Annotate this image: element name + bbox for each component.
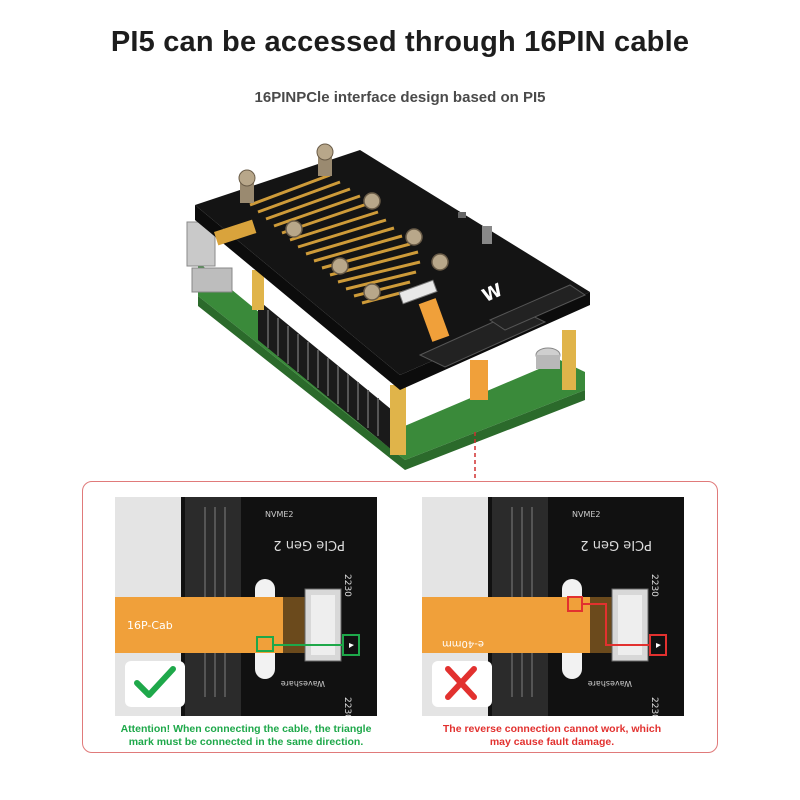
maker-label: Waveshare bbox=[588, 679, 632, 688]
fpc-connector bbox=[398, 279, 438, 305]
nvme-label: NVME2 bbox=[572, 510, 601, 519]
hat-label bbox=[214, 219, 257, 246]
size-label: 2230 bbox=[342, 697, 352, 716]
reverse-caption: The reverse connection cannot work, whic… bbox=[404, 723, 700, 749]
check-icon bbox=[134, 666, 176, 698]
caption-line: Attention! When connecting the cable, th… bbox=[120, 723, 372, 735]
size-label: 2230 bbox=[342, 574, 352, 597]
page-subtitle: 16PINPCle interface design based on PI5 bbox=[254, 89, 546, 106]
cross-icon bbox=[445, 666, 477, 700]
cable-label: e-40mm bbox=[442, 638, 484, 649]
product-photo: W bbox=[186, 143, 590, 470]
nvme-label: NVME2 bbox=[265, 510, 294, 519]
size-label: 2230 bbox=[649, 574, 659, 597]
standoff bbox=[390, 385, 406, 455]
rpi-board bbox=[198, 262, 585, 460]
size-label: 2230 bbox=[649, 697, 659, 716]
gpio-header bbox=[258, 300, 392, 450]
hat-board bbox=[195, 150, 590, 375]
ribbon-cable bbox=[115, 597, 295, 653]
correct-caption: Attention! When connecting the cable, th… bbox=[98, 723, 394, 749]
ribbon-cable bbox=[418, 298, 450, 342]
page-title: PI5 can be accessed through 16PIN cable bbox=[110, 26, 690, 58]
gen-label: PCIe Gen 2 bbox=[273, 537, 345, 552]
caption-line: may cause fault damage. bbox=[489, 736, 615, 748]
gold-pattern bbox=[249, 173, 421, 305]
correct-connection-card: NVME2 PCIe Gen 2 2230 2230 Waveshare 16P… bbox=[115, 497, 377, 716]
ribbon-cable bbox=[422, 597, 602, 653]
caption-line: The reverse connection cannot work, whic… bbox=[442, 723, 662, 735]
maker-label: Waveshare bbox=[281, 679, 325, 688]
caption-line: mark must be connected in the same direc… bbox=[128, 736, 364, 748]
gen-label: PCIe Gen 2 bbox=[580, 537, 652, 552]
reverse-connection-card: NVME2 PCIe Gen 2 2230 2230 Waveshare e-4… bbox=[422, 497, 684, 716]
cable-label: 16P-Cab bbox=[127, 619, 173, 632]
brass-screws bbox=[285, 192, 449, 301]
